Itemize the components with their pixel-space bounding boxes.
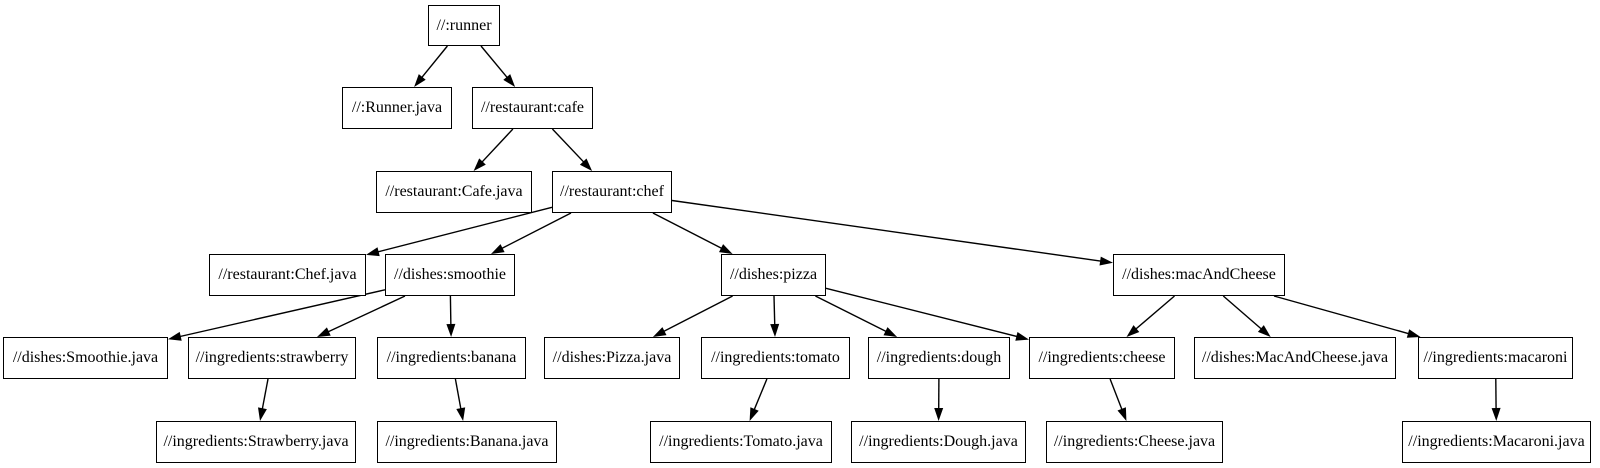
node-label: //dishes:smoothie [394,266,506,283]
edge-smoothie-to-banana [449,295,452,328]
node-label: //ingredients:Banana.java [385,433,549,450]
node-label: //ingredients:tomato [711,349,840,366]
graph-node-macaroni_java: //ingredients:Macaroni.java [1402,421,1591,463]
arrowhead-cheese-to-cheese_java [1117,407,1127,421]
graph-node-smoothie_java: //dishes:Smoothie.java [3,337,168,379]
arrowhead-pizza-to-pizza_java [652,327,667,337]
node-label: //dishes:pizza [729,266,818,283]
arrowhead-runner-to-cafe [503,74,516,87]
node-label: //ingredients:Strawberry.java [163,433,349,450]
arrowhead-chef-to-macandcheese [1099,256,1113,266]
graph-node-chef: //restaurant:chef [552,171,672,213]
arrowhead-cafe-to-cafe_java [473,158,486,171]
graph-node-strawberry_java: //ingredients:Strawberry.java [156,421,356,463]
node-label: //dishes:Pizza.java [552,349,672,366]
edge-pizza-to-tomato [773,295,776,328]
node-label: //ingredients:dough [876,349,1002,366]
node-label: //ingredients:Tomato.java [659,433,823,450]
graph-node-smoothie: //dishes:smoothie [385,254,515,296]
graph-node-macaroni: //ingredients:macaroni [1418,337,1573,379]
edge-pizza-to-cheese [825,287,1020,338]
graph-node-banana_java: //ingredients:Banana.java [377,421,557,463]
edge-tomato-to-tomato_java [752,378,768,412]
edge-macandcheese-to-macaroni [1273,295,1412,335]
edge-cheese-to-cheese_java [1109,378,1124,412]
node-label: //restaurant:Chef.java [218,266,357,283]
edge-smoothie-to-strawberry [325,295,406,334]
graph-node-banana: //ingredients:banana [377,337,526,379]
node-label: //:runner [436,16,492,34]
arrowhead-banana-to-banana_java [456,407,466,421]
node-label: //ingredients:strawberry [195,349,349,366]
arrowhead-macandcheese-to-cheese [1126,325,1140,337]
arrowhead-macandcheese-to-macaroni [1406,329,1421,338]
arrowhead-strawberry-to-strawberry_java [258,407,267,421]
arrowhead-tomato-to-tomato_java [749,407,759,421]
edge-macandcheese-to-cheese [1133,295,1175,332]
graph-node-tomato_java: //ingredients:Tomato.java [650,421,832,463]
graph-node-chef_java: //restaurant:Chef.java [209,254,366,296]
arrowhead-pizza-to-dough [883,327,898,337]
graph-node-macandcheese: //dishes:macAndCheese [1113,254,1285,296]
node-label: //restaurant:cafe [480,99,585,116]
graph-node-cheese_java: //ingredients:Cheese.java [1046,421,1223,463]
graph-node-strawberry: //ingredients:strawberry [188,337,356,379]
edge-chef-to-chef_java [375,206,553,254]
edge-runner-to-runner_java [419,45,448,80]
arrowhead-macaroni-to-macaroni_java [1491,407,1501,421]
edge-runner-to-cafe [480,45,510,80]
graph-node-cafe_java: //restaurant:Cafe.java [376,171,532,213]
graph-node-pizza: //dishes:pizza [721,254,826,296]
arrowhead-runner-to-runner_java [414,74,426,87]
node-label: //dishes:MacAndCheese.java [1201,349,1389,366]
graph-node-dough_java: //ingredients:Dough.java [851,421,1026,463]
arrowhead-chef-to-smoothie [491,244,505,254]
edge-cafe-to-chef [551,128,586,165]
edge-chef-to-macandcheese [671,199,1104,263]
edge-chef-to-pizza [652,212,725,251]
arrowhead-pizza-to-cheese [1015,332,1029,341]
node-label: //ingredients:banana [386,349,517,366]
graph-node-dough: //ingredients:dough [868,337,1010,379]
node-label: //ingredients:cheese [1038,349,1166,366]
arrowhead-smoothie-to-banana [446,323,456,337]
node-label: //ingredients:Dough.java [859,433,1018,450]
graph-node-runner: //:runner [428,5,500,46]
node-label: //:Runner.java [351,99,443,116]
arrowhead-macandcheese-to-macandcheese_java [1257,325,1271,337]
edge-pizza-to-pizza_java [661,295,733,334]
node-label: //ingredients:macaroni [1423,349,1568,366]
node-label: //ingredients:Cheese.java [1053,433,1216,450]
node-label: //dishes:Smoothie.java [12,349,159,366]
edge-banana-to-banana_java [454,378,462,412]
graph-node-runner_java: //:Runner.java [342,87,452,129]
node-label: //restaurant:Cafe.java [385,183,523,200]
node-label: //dishes:macAndCheese [1122,266,1276,283]
arrowhead-smoothie-to-smoothie_java [168,331,182,341]
edge-cafe-to-cafe_java [479,128,514,165]
arrowhead-chef-to-chef_java [366,247,380,257]
arrowhead-chef-to-pizza [719,244,733,254]
graph-node-cafe: //restaurant:cafe [472,87,593,129]
node-label: //restaurant:chef [560,183,664,200]
arrowhead-dough-to-dough_java [934,408,944,421]
edge-chef-to-smoothie [499,212,572,251]
graph-node-pizza_java: //dishes:Pizza.java [544,337,680,379]
edge-strawberry-to-strawberry_java [261,378,269,412]
arrowhead-cafe-to-chef [579,158,593,171]
graph-node-tomato: //ingredients:tomato [701,337,850,379]
edge-pizza-to-dough [815,295,889,334]
edge-macandcheese-to-macandcheese_java [1222,295,1264,332]
graph-node-macandcheese_java: //dishes:MacAndCheese.java [1194,337,1396,379]
graph-node-cheese: //ingredients:cheese [1029,337,1175,379]
edge-smoothie-to-smoothie_java [177,289,386,338]
arrowhead-pizza-to-tomato [770,323,780,337]
node-label: //ingredients:Macaroni.java [1408,433,1585,450]
arrowhead-smoothie-to-strawberry [317,327,331,337]
